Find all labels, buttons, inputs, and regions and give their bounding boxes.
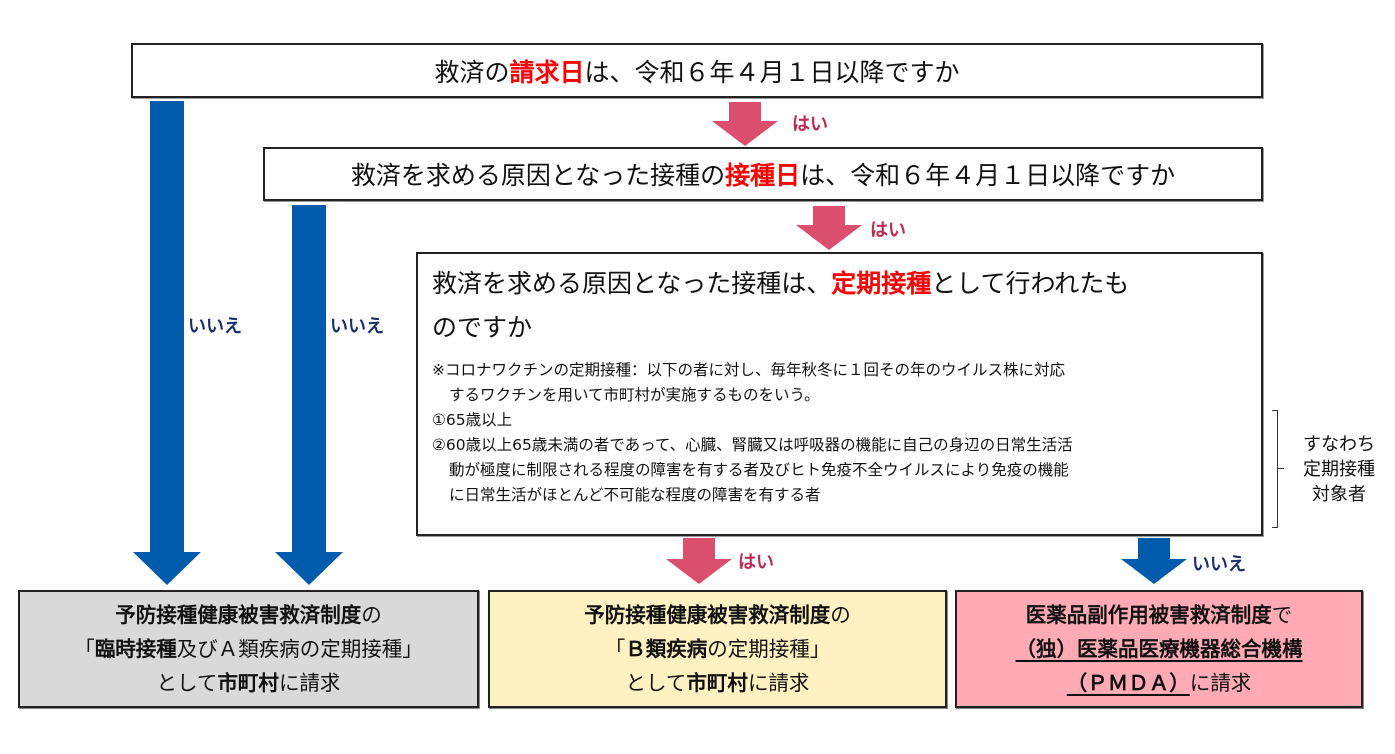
side-note-line-2: 定期接種 <box>1303 459 1375 480</box>
result-pmda: 医薬品副作用被害救済制度で （独）医薬品医療機器総合機構 （ＰＭＤＡ）に請求 <box>955 590 1363 708</box>
q3-note: ※コロナワクチンの定期接種：以下の者に対し、毎年秋冬に１回その年のウイルス株に対… <box>432 358 1247 508</box>
r3-line2-bold: （独）医薬品医療機器総合機構 <box>1015 637 1303 661</box>
q2-pre: 救済を求める原因となった接種の <box>350 161 726 190</box>
no-arrow-2-icon <box>275 205 343 585</box>
r3-line3: （ＰＭＤＡ）に請求 <box>1067 666 1252 700</box>
q1-post: は、令和６年４月１日以降ですか <box>584 57 960 87</box>
q1-pre: 救済の <box>434 57 510 87</box>
r3-line1: 医薬品副作用被害救済制度で <box>1026 598 1293 632</box>
criteria-2-line-2: 動が極度に制限される程度の障害を有する者及びヒト免疫不全ウイルスにより免疫の機能 <box>449 461 1069 479</box>
bracket <box>1272 410 1278 528</box>
q3-post: として行われたも <box>931 269 1130 298</box>
result-municipality-type-b: 予防接種健康被害救済制度の 「Ｂ類疾病の定期接種」 として市町村に請求 <box>488 590 947 708</box>
q3-title: 救済を求める原因となった接種は、定期接種として行われたも のですか <box>432 262 1247 350</box>
note-line-2: するワクチンを用いて市町村が実施するものをいう。 <box>449 386 820 404</box>
r2-line2: 「Ｂ類疾病の定期接種」 <box>605 632 831 666</box>
yes-arrow-3-icon <box>666 538 732 584</box>
yes-arrow-2-icon <box>796 206 862 250</box>
yes-label-3: はい <box>738 552 774 573</box>
r1-line1: 予防接種健康被害救済制度の <box>115 598 382 632</box>
r1-line2: 「臨時接種及びＡ類疾病の定期接種」 <box>74 632 423 666</box>
bracket-tick <box>1278 468 1284 469</box>
r2-line2-rest: の定期接種」 <box>707 637 831 661</box>
question-routine-vaccination: 救済を求める原因となった接種は、定期接種として行われたも のですか ※コロナワク… <box>416 252 1263 536</box>
side-note: すなわち 定期接種 対象者 <box>1285 432 1393 507</box>
criteria-2-line-1: ②60歳以上65歳未満の者であって、心臓、腎臓又は呼吸器の機能に自己の身辺の日常… <box>432 436 1073 454</box>
no-label-3: いいえ <box>1192 554 1246 575</box>
yes-label-2: はい <box>870 220 906 241</box>
r3-line2: （独）医薬品医療機器総合機構 <box>1016 632 1303 666</box>
r1-line3-bold: 市町村 <box>217 671 279 695</box>
r1-line2-open: 「 <box>74 637 95 661</box>
yes-label-1: はい <box>792 114 828 135</box>
q3-line2: のですか <box>432 313 533 342</box>
question-vaccination-date: 救済を求める原因となった接種の接種日は、令和６年４月１日以降ですか <box>263 147 1263 201</box>
q3-pre: 救済を求める原因となった接種は、 <box>432 269 832 298</box>
yes-arrow-1-icon <box>712 102 778 146</box>
q2-highlight: 接種日 <box>725 161 801 190</box>
question-claim-date: 救済の請求日は、令和６年４月１日以降ですか <box>131 43 1263 98</box>
side-note-line-3: 対象者 <box>1312 484 1366 505</box>
r1-line2-rest: 及びＡ類疾病の定期接種」 <box>176 637 423 661</box>
r1-line2-bold: 臨時接種 <box>94 637 177 661</box>
q2-post: は、令和６年４月１日以降ですか <box>800 161 1176 190</box>
r1-line3-pre: として <box>156 671 218 695</box>
result-municipality-type-a: 予防接種健康被害救済制度の 「臨時接種及びＡ類疾病の定期接種」 として市町村に請… <box>18 590 479 708</box>
r2-line2-open: 「 <box>604 637 626 661</box>
r1-line3-post: に請求 <box>278 671 341 695</box>
r1-line3: として市町村に請求 <box>157 666 341 700</box>
q3-highlight: 定期接種 <box>831 269 932 298</box>
criteria-1: ①65歳以上 <box>432 411 513 429</box>
r2-line3-bold: 市町村 <box>686 671 748 695</box>
r2-line1-rest: の <box>830 603 851 627</box>
no-arrow-3-icon <box>1121 538 1187 584</box>
r2-line2-bold: Ｂ類疾病 <box>625 637 708 661</box>
no-label-2: いいえ <box>330 316 384 337</box>
no-arrow-1-icon <box>133 101 201 585</box>
criteria-2-line-3: に日常生活がほとんど不可能な程度の障害を有する者 <box>449 486 821 504</box>
r3-line1-rest: で <box>1271 603 1293 627</box>
side-note-line-1: すなわち <box>1303 434 1375 455</box>
r2-line3: として市町村に請求 <box>626 666 810 700</box>
r2-line3-post: に請求 <box>747 671 810 695</box>
r3-line3-post: に請求 <box>1189 671 1252 695</box>
r3-line1-bold: 医薬品副作用被害救済制度 <box>1025 603 1272 627</box>
note-line-1: ※コロナワクチンの定期接種：以下の者に対し、毎年秋冬に１回その年のウイルス株に対… <box>432 361 1065 379</box>
r2-line1: 予防接種健康被害救済制度の <box>584 598 851 632</box>
q1-highlight: 請求日 <box>509 57 585 87</box>
r1-line1-bold: 予防接種健康被害救済制度 <box>115 603 362 627</box>
r2-line3-pre: として <box>625 671 687 695</box>
r3-line3-bold: （ＰＭＤＡ） <box>1066 671 1190 695</box>
r1-line1-rest: の <box>361 603 382 627</box>
no-label-1: いいえ <box>188 316 242 337</box>
r2-line1-bold: 予防接種健康被害救済制度 <box>584 603 831 627</box>
